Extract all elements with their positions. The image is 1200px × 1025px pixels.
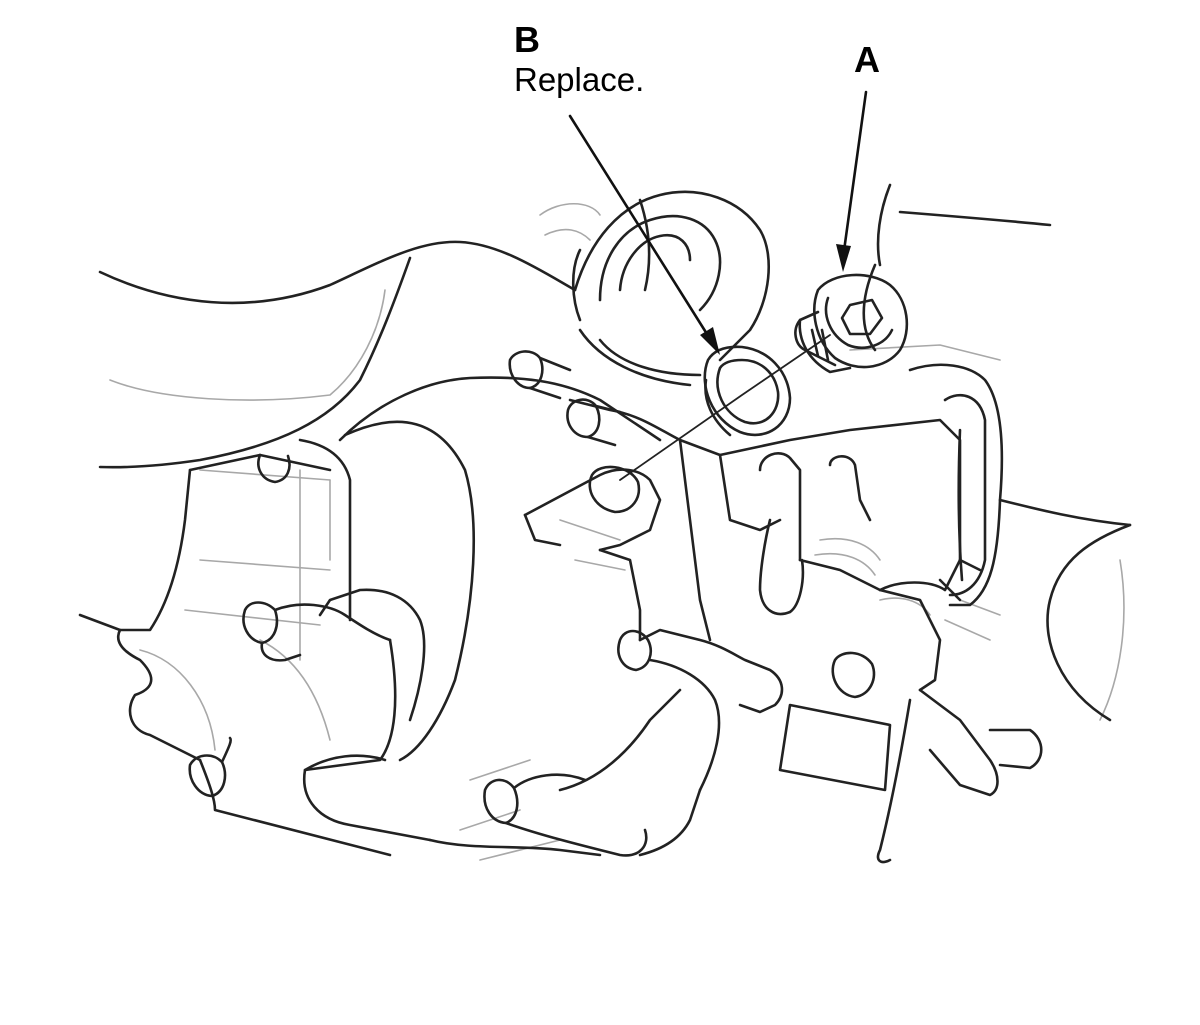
callout-note-b: Replace. <box>514 61 645 98</box>
sealing-washer-part-b <box>703 345 792 437</box>
caliper-body <box>338 376 662 442</box>
background-detail-lines <box>109 203 1125 861</box>
bolt-hole <box>588 465 641 514</box>
leader-lines <box>568 90 868 344</box>
arrowheads <box>700 244 851 355</box>
bolt-hex-socket <box>840 298 884 336</box>
knuckle-arm <box>98 240 577 305</box>
leader-line-a <box>841 90 868 260</box>
flange-bolt-part-a <box>794 273 909 374</box>
callout-label-a: A <box>854 39 880 80</box>
arrowhead-a <box>836 244 851 272</box>
callout-label-b: B <box>514 19 540 60</box>
leader-line-b <box>568 114 714 344</box>
dust-shield <box>573 190 770 362</box>
arrowhead-b <box>700 327 720 355</box>
alignment-line <box>619 334 831 481</box>
outline-artwork <box>78 183 1132 864</box>
